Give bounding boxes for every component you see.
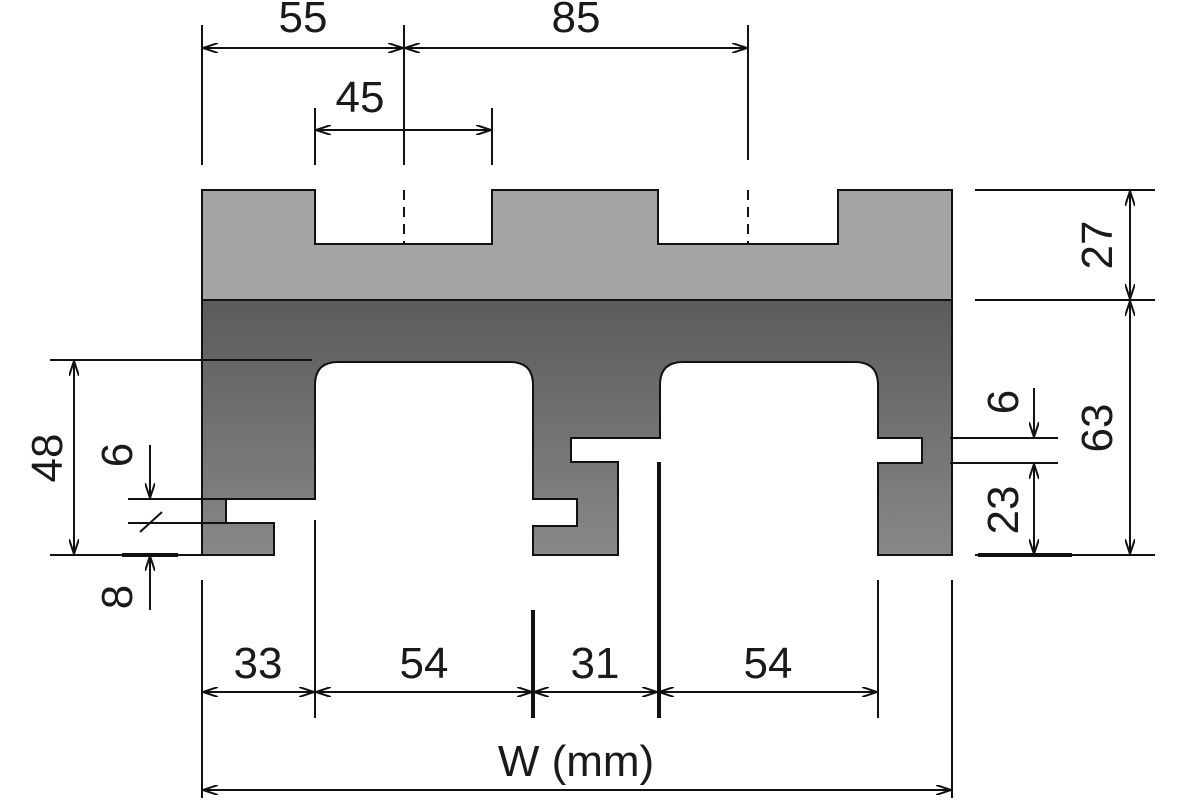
- top-dimensions: [201, 25, 749, 165]
- dim-6-right: 6: [979, 390, 1028, 414]
- dim-85: 85: [552, 0, 601, 42]
- dim-45: 45: [336, 73, 385, 122]
- dim-55: 55: [279, 0, 328, 42]
- dim-23: 23: [979, 486, 1028, 535]
- bottom-dimensions: [201, 520, 953, 798]
- lower-slotted-layer: [201, 299, 953, 556]
- upper-comb-layer: [201, 189, 953, 301]
- dim-6-left: 6: [93, 443, 142, 467]
- dim-48: 48: [23, 434, 72, 483]
- dim-54-left: 54: [400, 639, 449, 688]
- dim-27: 27: [1073, 221, 1122, 270]
- width-label: W (mm): [498, 737, 654, 786]
- dim-63: 63: [1073, 404, 1122, 453]
- dim-31: 31: [571, 639, 620, 688]
- dim-8: 8: [93, 585, 142, 609]
- dim-54-right: 54: [744, 639, 793, 688]
- dim-33: 33: [234, 639, 283, 688]
